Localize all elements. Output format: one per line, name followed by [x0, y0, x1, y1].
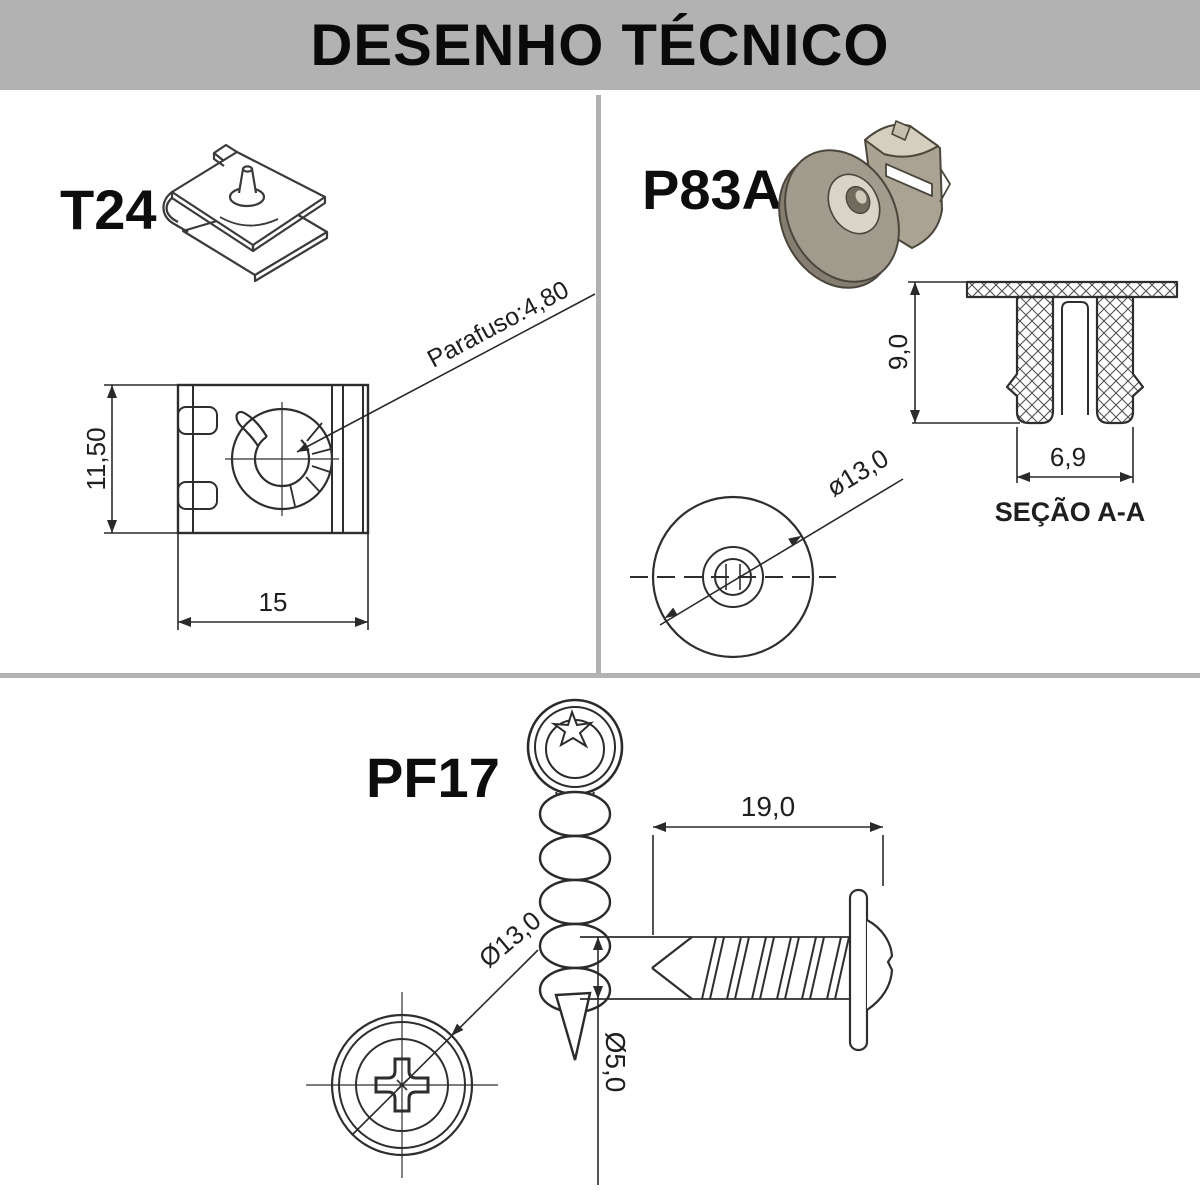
t24-leader-note-text: Parafuso:4,80 [423, 276, 574, 374]
pf17-top-view-drawing: Ø13,0 [306, 905, 547, 1178]
vertical-divider [596, 95, 601, 674]
pf17-length-dim-text: 19,0 [741, 791, 796, 822]
t24-clip-art [162, 143, 329, 283]
p83a-section-view-drawing: 9,0 6,9 SEÇÃO A-A [883, 280, 1179, 527]
pf17-side-dimension-arrows [593, 822, 883, 999]
page-title: DESENHO TÉCNICO [310, 12, 890, 78]
p83a-top-view-drawing: ø13,0 [630, 443, 904, 659]
p83a-diameter-dim-text: ø13,0 [821, 443, 893, 503]
p83a-section-dimension-lines [908, 281, 1134, 483]
pf17-part-label: PF17 [366, 746, 500, 809]
p83a-3d-render [778, 120, 951, 289]
p83a-width-dim-text: 6,9 [1050, 442, 1086, 472]
t24-3d-drawing [162, 143, 329, 283]
pf17-top-view-arrows [451, 1023, 464, 1036]
pf17-top-view-geometry [306, 949, 539, 1178]
t24-dimension-lines [104, 293, 596, 630]
pf17-side-view-geometry [580, 888, 894, 1052]
p83a-section-label-text: SEÇÃO A-A [995, 496, 1146, 527]
pf17-screw-art [526, 698, 624, 1061]
p83a-part-label: P83A [642, 158, 783, 221]
pf17-shank-diameter-dim-text: Ø5,0 [600, 1032, 631, 1093]
t24-front-view-geometry [176, 383, 370, 535]
t24-part-label: T24 [60, 178, 157, 241]
header-band: DESENHO TÉCNICO [0, 0, 1200, 90]
horizontal-divider [0, 673, 1200, 678]
p83a-section-geometry [965, 280, 1179, 425]
pf17-side-dimension-lines [597, 826, 884, 1185]
p83a-height-dim-text: 9,0 [883, 334, 913, 370]
pf17-3d-drawing [526, 698, 624, 1061]
p83a-top-view-geometry [630, 478, 904, 659]
t24-width-dim-text: 15 [259, 587, 288, 617]
pf17-side-view-drawing: 19,0 Ø5,0 [580, 791, 894, 1185]
p83a-grommet-art [778, 120, 951, 289]
p83a-section-dimension-arrows [910, 282, 1133, 482]
p83a-top-view-arrows [664, 535, 802, 619]
pf17-head-diameter-dim-text: Ø13,0 [473, 905, 547, 974]
t24-dimension-arrows [107, 385, 368, 627]
t24-height-dim-text: 11,50 [81, 427, 111, 490]
t24-front-view-drawing: 11,50 15 Parafuso:4,80 [81, 276, 596, 630]
